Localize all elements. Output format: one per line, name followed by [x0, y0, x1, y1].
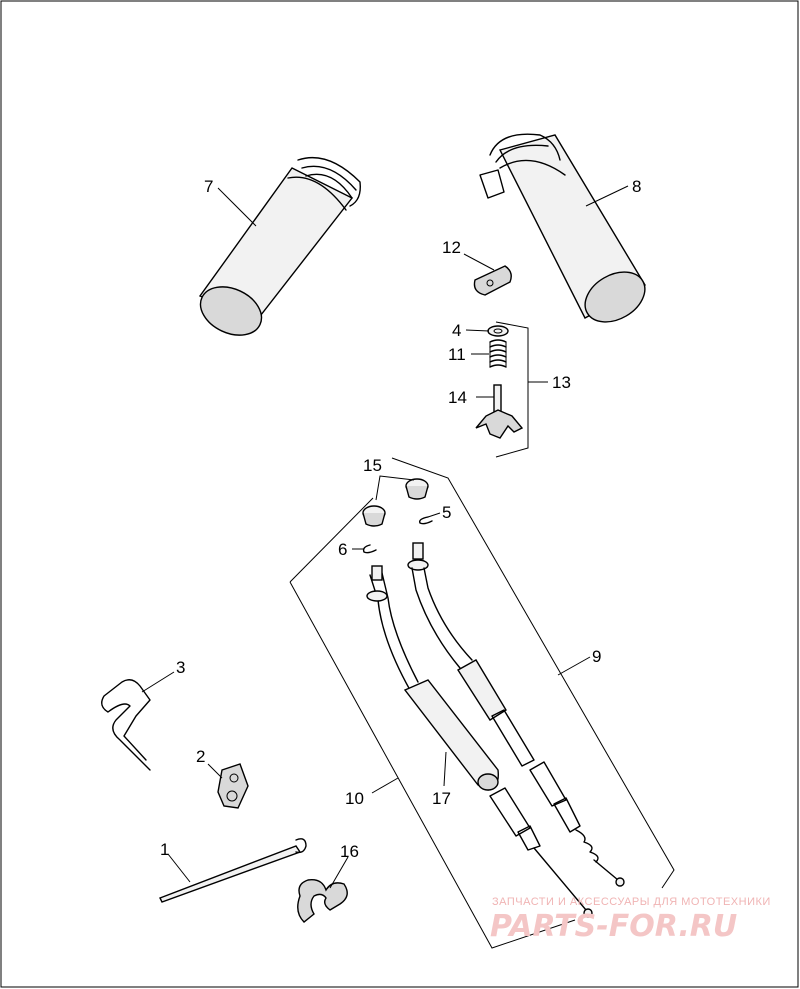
callout-1: 1 — [160, 840, 169, 859]
watermark-logo: PARTS-FOR.RU — [490, 909, 737, 944]
callout-10: 10 — [345, 789, 364, 808]
part-2-cable-clip — [217, 763, 249, 809]
part-5-clip — [418, 516, 433, 525]
part-8-throttle-grip — [479, 133, 646, 323]
part-9-throttle-cable — [407, 542, 625, 887]
callout-5: 5 — [442, 503, 451, 522]
part-12-ferrule — [473, 265, 512, 296]
part-15-cable-ends — [362, 478, 429, 527]
callout-14: 14 — [448, 388, 467, 407]
part-1-cable-strap — [159, 838, 307, 903]
part-10-idle-cable — [366, 565, 593, 918]
callout-12: 12 — [442, 238, 461, 257]
callout-6: 6 — [338, 540, 347, 559]
callout-9: 9 — [592, 647, 601, 666]
callout-2: 2 — [196, 747, 205, 766]
part-11-spring — [489, 339, 507, 368]
watermark-tagline: ЗАПЧАСТИ И АКСЕССУАРЫ ДЛЯ МОТОТЕХНИКИ — [492, 896, 771, 908]
callout-16: 16 — [340, 842, 359, 861]
leader-lines — [141, 185, 629, 889]
callout-11: 11 — [448, 345, 466, 364]
callout-17: 17 — [432, 789, 451, 808]
bracket-13 — [495, 321, 529, 458]
part-4-washer — [487, 325, 509, 337]
part-7-left-grip — [198, 156, 361, 336]
part-6-clip — [362, 544, 377, 554]
callout-labels: 7 8 12 4 11 13 14 15 5 6 9 10 17 3 2 1 1… — [160, 177, 641, 861]
outline-9-b — [391, 457, 675, 889]
callout-4: 4 — [452, 321, 461, 340]
outline-10 — [289, 581, 576, 949]
callout-8: 8 — [632, 177, 641, 196]
callout-7: 7 — [204, 177, 213, 196]
part-3-wire-clip — [101, 679, 151, 771]
callout-3: 3 — [176, 658, 185, 677]
part-14-adjuster-screw — [475, 384, 524, 439]
watermark: ЗАПЧАСТИ И АКСЕССУАРЫ ДЛЯ МОТОТЕХНИКИ PA… — [490, 896, 771, 944]
part-16-double-clip — [297, 879, 348, 923]
callout-15: 15 — [363, 456, 382, 475]
outline-9-a — [289, 497, 374, 583]
callout-13: 13 — [552, 373, 571, 392]
